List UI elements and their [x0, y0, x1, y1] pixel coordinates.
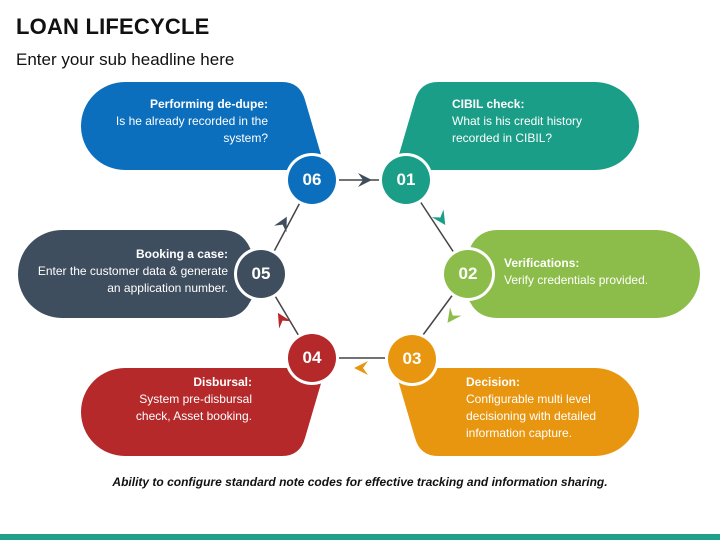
card-06-body: Is he already recorded in the system? — [115, 114, 268, 145]
arrow-06-to-01-icon — [358, 173, 372, 187]
card-06-heading: Performing de-dupe: — [149, 97, 268, 111]
bottom-accent-bar — [0, 534, 720, 540]
card-02-heading: Verifications: — [504, 256, 580, 270]
card-01: CIBIL check: What is his credit history … — [452, 96, 612, 147]
card-03-body: Configurable multi level decisioning wit… — [466, 392, 597, 440]
card-04-body: System pre-disbursal check, Asset bookin… — [135, 392, 252, 423]
card-shape-01 — [396, 82, 639, 170]
arrow-04-to-05-icon — [277, 312, 292, 329]
arrow-02-to-03-icon — [447, 307, 462, 323]
step-number-06: 06 — [288, 156, 336, 204]
arrow-03-to-04-icon — [354, 361, 368, 375]
card-05-heading: Booking a case: — [135, 247, 228, 261]
card-shape-04 — [81, 368, 324, 456]
arrow-01-to-02-icon — [431, 209, 446, 226]
card-02-body: Verify credentials provided. — [504, 273, 649, 287]
card-shape-05 — [18, 230, 264, 318]
card-02: Verifications: Verify credentials provid… — [504, 255, 684, 289]
step-number-04: 04 — [288, 334, 336, 382]
card-05: Booking a case: Enter the customer data … — [30, 246, 228, 297]
card-03: Decision: Configurable multi level decis… — [466, 374, 616, 442]
card-05-body: Enter the customer data & generate an ap… — [37, 264, 228, 295]
card-03-heading: Decision: — [466, 375, 521, 389]
step-number-05: 05 — [237, 250, 285, 298]
card-04-heading: Disbursal: — [193, 375, 252, 389]
card-01-heading: CIBIL check: — [452, 97, 525, 111]
step-number-02: 02 — [444, 250, 492, 298]
connector-lines — [261, 179, 469, 359]
page-title: LOAN LIFECYCLE — [16, 14, 210, 39]
step-number-01: 01 — [382, 156, 430, 204]
card-01-body: What is his credit history recorded in C… — [452, 114, 583, 145]
arrow-05-to-06-icon — [274, 216, 287, 233]
page-subtitle: Enter your sub headline here — [16, 50, 235, 69]
footer-note: Ability to configure standard note codes… — [112, 475, 608, 489]
card-shape-06 — [81, 82, 324, 170]
card-04: Disbursal: System pre-disbursal check, A… — [112, 374, 252, 425]
card-06: Performing de-dupe: Is he already record… — [110, 96, 268, 147]
step-number-03: 03 — [388, 335, 436, 383]
card-shape-03 — [396, 368, 639, 456]
card-shape-02 — [456, 230, 700, 318]
